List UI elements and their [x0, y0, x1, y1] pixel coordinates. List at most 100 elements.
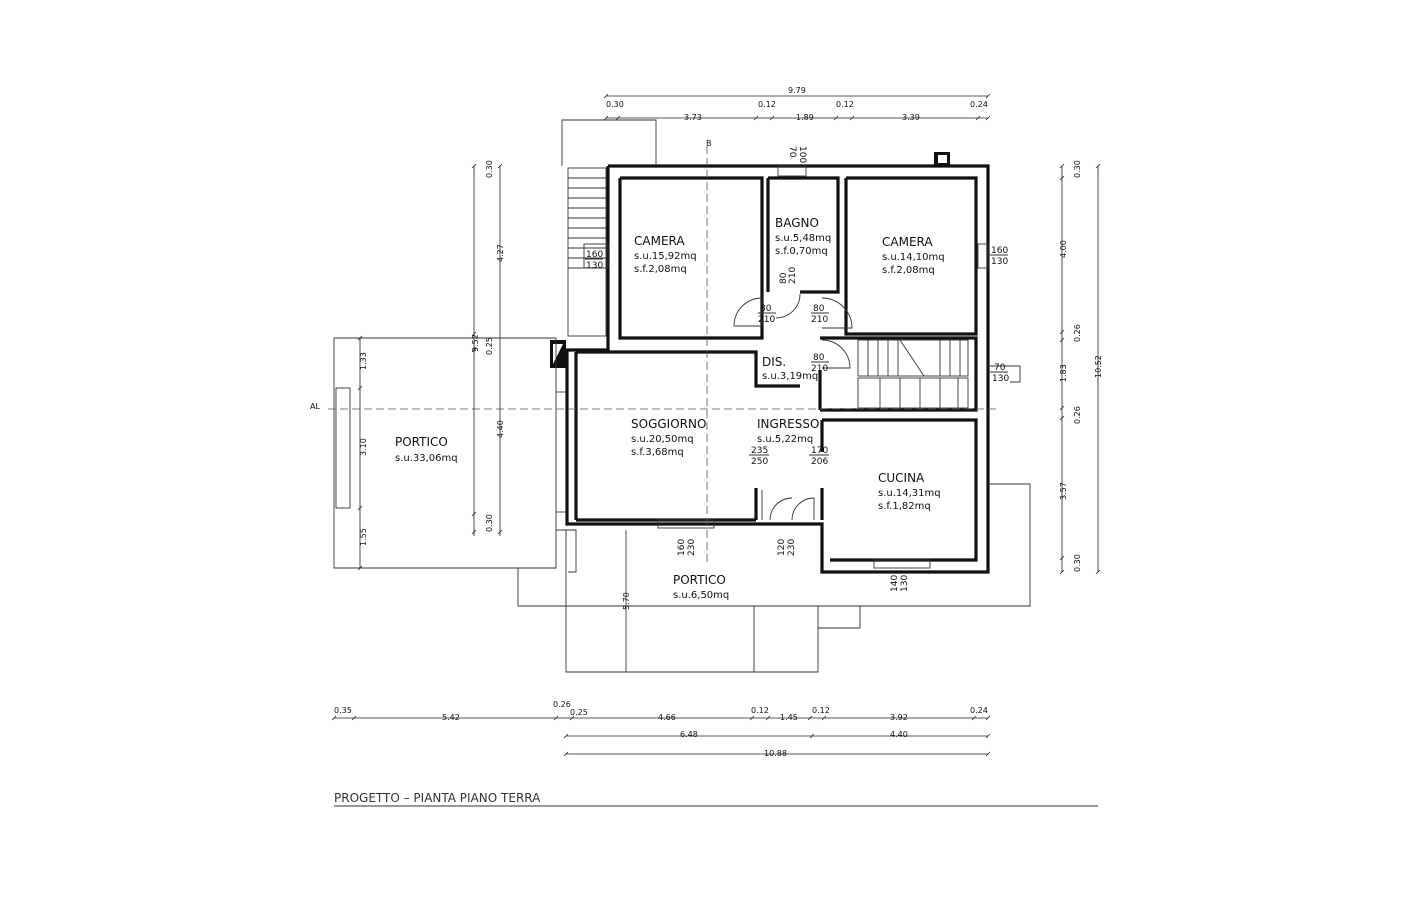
portico-outlines [333, 119, 1031, 673]
dim-value: 0.26 [1073, 406, 1082, 424]
door-label: 120 230 [777, 539, 797, 556]
page-title: PROGETTO – PIANTA PIANO TERRA [334, 791, 541, 805]
dim-value: 0.25 [570, 708, 588, 717]
dim-value: 4.40 [496, 420, 505, 438]
svg-text:230: 230 [787, 539, 797, 556]
door-swings [733, 293, 853, 521]
room-name: PORTICO [395, 435, 448, 449]
section-label-b: B [706, 139, 712, 148]
room-sf: s.f.2,08mq [634, 264, 687, 275]
room-name: CUCINA [878, 471, 925, 485]
room-su: s.u.14,31mq [878, 488, 941, 499]
section-label-al: AL [310, 402, 320, 411]
svg-text:80: 80 [779, 272, 789, 284]
svg-text:80: 80 [813, 353, 825, 363]
dim-value: 0.24 [970, 706, 988, 715]
dim-value: 1.55 [359, 528, 368, 546]
window-label: 70 100 [787, 146, 807, 163]
door-label: 80 210 [779, 267, 798, 284]
dim-value: 4.27 [496, 244, 505, 262]
dimension-values-bottom: 0.35 5.42 0.26 0.25 4.66 0.12 1.45 0.12 … [334, 700, 988, 758]
room-su: s.u.5,48mq [775, 233, 831, 244]
dim-value: 0.12 [812, 706, 830, 715]
dim-value: 0.35 [334, 706, 352, 715]
room-su: s.u.5,22mq [757, 434, 813, 445]
svg-text:170: 170 [811, 446, 828, 456]
dimension-values-portico: 5.70 [622, 592, 631, 610]
dim-left-outer: 9.52 [471, 334, 480, 352]
dim-value: 4.00 [1059, 240, 1068, 258]
window-label: 140 130 [890, 575, 910, 592]
svg-text:160: 160 [677, 539, 687, 556]
window-label: 160 130 [990, 246, 1008, 267]
svg-text:230: 230 [687, 539, 697, 556]
door-label: 80 210 [811, 353, 829, 374]
room-su: s.u.14,10mq [882, 252, 945, 263]
dim-value: 1.89 [796, 113, 814, 122]
svg-text:70: 70 [787, 146, 797, 158]
dimension-values-top: 9.79 0.30 3.73 0.12 1.89 0.12 3.39 0.24 [606, 86, 988, 122]
svg-text:250: 250 [751, 457, 768, 467]
dim-value: 0.24 [970, 100, 988, 109]
room-portico-west: PORTICO s.u.33,06mq [395, 435, 458, 464]
opening-label: 170 206 [809, 446, 829, 467]
room-su: s.u.3,19mq [762, 371, 818, 382]
chimney-flues [550, 152, 950, 368]
svg-text:120: 120 [777, 539, 787, 556]
dim-bottom-total: 10.88 [764, 749, 787, 758]
door-label: 160 230 [677, 539, 697, 556]
room-name: PORTICO [673, 573, 726, 587]
dim-value: 0.30 [606, 100, 624, 109]
room-ingresso: INGRESSO s.u.5,22mq [757, 417, 819, 445]
svg-text:140: 140 [890, 575, 900, 592]
dimension-lines [331, 93, 1101, 757]
dim-value: 6.48 [680, 730, 698, 739]
dim-value: 1.83 [1059, 364, 1068, 382]
staircase [857, 339, 969, 409]
dimension-values-right: 0.30 4.00 0.26 1.83 0.26 3.57 0.30 10.52 [1059, 160, 1103, 572]
room-camera-1: CAMERA s.u.15,92mq s.f.2,08mq [634, 234, 697, 275]
room-portico-south: PORTICO s.u.6,50mq [673, 573, 729, 601]
dim-value: 0.12 [751, 706, 769, 715]
dim-value: 3.92 [890, 713, 908, 722]
room-sf: s.f.2,08mq [882, 265, 935, 276]
room-disimpegno: DIS. s.u.3,19mq [762, 355, 818, 382]
dim-value: 4.40 [890, 730, 908, 739]
room-sf: s.f.1,82mq [878, 501, 931, 512]
dim-value: 0.12 [758, 100, 776, 109]
svg-text:210: 210 [811, 315, 828, 325]
svg-text:130: 130 [992, 374, 1009, 384]
room-su: s.u.15,92mq [634, 251, 697, 262]
svg-text:130: 130 [900, 575, 910, 592]
dim-value: 3.10 [359, 438, 368, 456]
room-bagno: BAGNO s.u.5,48mq s.f.0,70mq [775, 216, 831, 257]
window-label: 160 130 [585, 250, 603, 271]
room-soggiorno: SOGGIORNO s.u.20,50mq s.f.3,68mq [631, 417, 706, 458]
room-name: BAGNO [775, 216, 819, 230]
dim-value: 4.66 [658, 713, 676, 722]
dim-value: 0.30 [485, 514, 494, 532]
drawing-title: PROGETTO – PIANTA PIANO TERRA [334, 791, 1098, 807]
svg-text:130: 130 [586, 261, 603, 271]
dim-value: 5.42 [442, 713, 460, 722]
room-sf: s.f.3,68mq [631, 447, 684, 458]
room-name: SOGGIORNO [631, 417, 706, 431]
svg-text:235: 235 [751, 446, 768, 456]
svg-text:210: 210 [788, 267, 798, 284]
room-sf: s.f.0,70mq [775, 246, 828, 257]
dim-value: 0.30 [485, 160, 494, 178]
dim-right-total: 10.52 [1094, 355, 1103, 378]
dim-value: 3.39 [902, 113, 920, 122]
room-su: s.u.33,06mq [395, 453, 458, 464]
room-su: s.u.6,50mq [673, 590, 729, 601]
dim-value: 0.26 [553, 700, 571, 709]
dim-value: 1.45 [780, 713, 798, 722]
room-name: DIS. [762, 355, 786, 369]
room-cucina: CUCINA s.u.14,31mq s.f.1,82mq [878, 471, 941, 512]
svg-text:80: 80 [760, 304, 772, 314]
room-camera-2: CAMERA s.u.14,10mq s.f.2,08mq [882, 235, 945, 276]
opening-label: 235 250 [749, 446, 769, 467]
door-label: 80 210 [758, 304, 776, 325]
room-name: CAMERA [882, 235, 933, 249]
dim-value: 0.30 [1073, 160, 1082, 178]
